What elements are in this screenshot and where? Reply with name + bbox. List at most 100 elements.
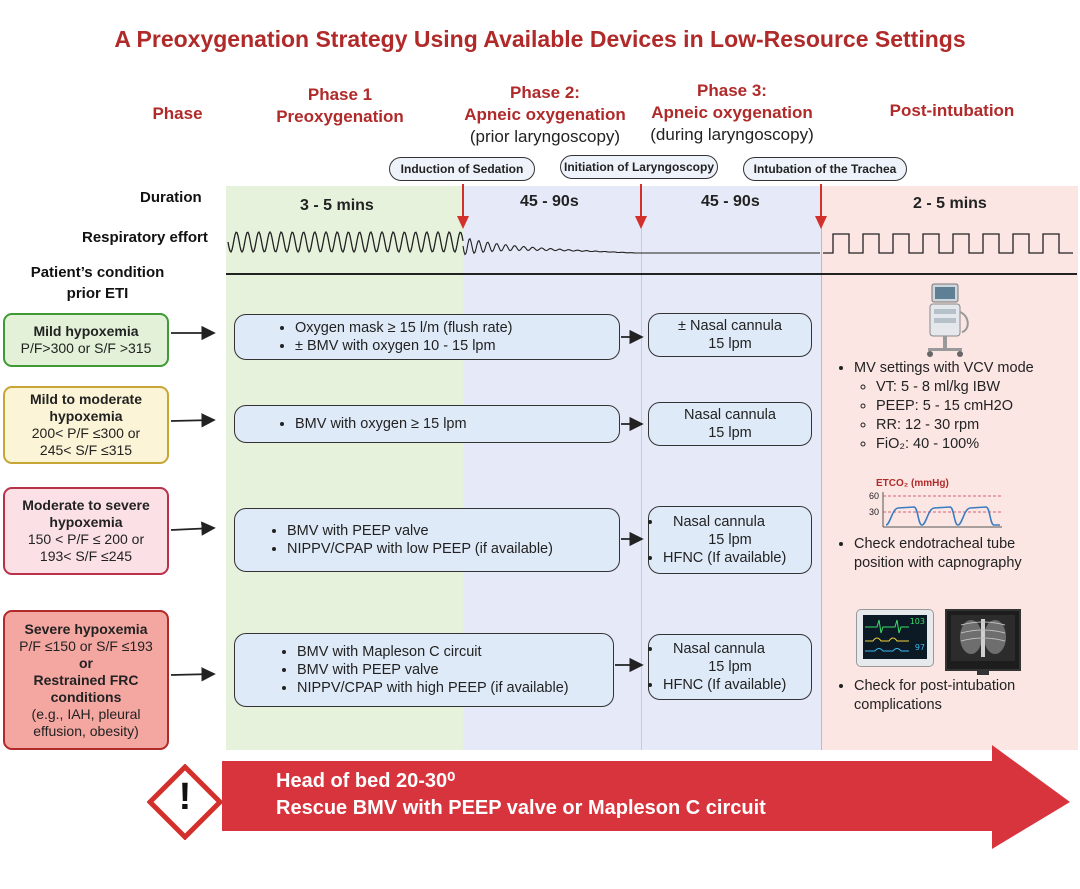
capnography-plot [882,492,1002,528]
condition-severe-criteria: P/F ≤150 or S/F ≤193 [19,637,153,654]
monitor-value-spo2: 97 [914,643,925,652]
apneic-mild-line2: 15 lpm [708,336,752,352]
arrow-row3-condition [170,521,216,536]
condition-mildmod-title2: hypoxemia [49,408,123,424]
preox-severe-item: BMV with Mapleson C circuit [297,643,613,661]
figure-title: A Preoxygenation Strategy Using Availabl… [114,26,966,52]
condition-mild: Mild hypoxemia P/F>300 or S/F >315 [3,313,169,367]
chest-xray-image [951,615,1015,661]
xray-display [945,609,1021,675]
mv-settings-label: MV settings with VCV mode [854,360,1034,376]
phase2-note: (prior laryngoscopy) [469,127,621,146]
preox-severe-item: NIPPV/CPAP with high PEEP (if available) [297,679,613,697]
apneic-mildmod-line2: 15 lpm [708,425,752,441]
phase3-subtitle: Apneic oxygenation [651,103,813,122]
head-of-bed-text: Head of bed 20-30⁰ [276,770,456,792]
preox-modsev-item: BMV with PEEP valve [287,522,619,540]
bottom-arrow-text: Head of bed 20-30⁰ Rescue BMV with PEEP … [276,768,766,822]
patient-monitor: 103 97 [856,609,934,667]
preox-box-severe: BMV with Mapleson C circuit BMV with PEE… [234,633,614,707]
apneic-modsev-nasal: Nasal cannula [663,513,811,531]
preox-box-moderate-severe: BMV with PEEP valve NIPPV/CPAP with low … [234,508,620,572]
etco2-tick-60: 60 [869,491,880,501]
complications-line2: complications [854,697,942,713]
monitor-screen: 103 97 [863,615,927,659]
condition-modsev-criteria2: 193< S/F ≤245 [39,548,133,564]
phase-header: Phase [152,104,203,123]
arrow-row2-condition [170,413,216,428]
preox-severe-item: BMV with PEEP valve [297,661,613,679]
condition-mildmod-criteria2: 245< S/F ≤315 [39,442,133,458]
complications-item: Check for post-intubation complications [854,677,1076,715]
phase2-subtitle: Apneic oxygenation [464,105,626,124]
preox-modsev-item: NIPPV/CPAP with low PEEP (if available) [287,540,619,558]
preox-mildmod-item: BMV with oxygen ≥ 15 lpm [295,415,619,433]
capnography-note: Check endotracheal tube position with ca… [836,535,1076,573]
duration-label: Duration [140,189,202,206]
apneic-box-mild-moderate: Nasal cannula 15 lpm [648,402,812,446]
phase2-header: Phase 2: Apneic oxygenation (prior laryn… [455,82,635,148]
condition-severe-title: Severe hypoxemia [24,620,148,637]
phase3-header: Phase 3: Apneic oxygenation (during lary… [637,80,827,146]
duration-phase3: 45 - 90s [701,193,760,210]
ventilator-square-wave [823,233,1073,254]
complications-line1: Check for post-intubation [854,678,1016,694]
capnography-line1: Check endotracheal tube [854,536,1016,552]
arrow-row4-condition [170,667,216,682]
condition-moderate-severe: Moderate to severe hypoxemia 150 < P/F ≤… [3,487,169,575]
condition-modsev-title2: hypoxemia [49,514,123,530]
mv-setting-item: PEEP: 5 - 15 cmH2O [876,397,1076,416]
mv-settings: MV settings with VCV mode VT: 5 - 8 ml/k… [836,359,1076,454]
phase3-note: (during laryngoscopy) [650,125,814,144]
apneic-mildmod-line1: Nasal cannula [684,407,776,423]
xray-stand [977,669,989,675]
patient-condition-line1: Patient’s condition [30,264,165,281]
duration-post: 2 - 5 mins [913,195,987,212]
mv-settings-title: MV settings with VCV mode VT: 5 - 8 ml/k… [854,359,1076,454]
patient-condition-label: Patient’s condition prior ETI [10,262,185,304]
condition-severe-frc1: Restrained FRC [33,671,139,688]
etco2-tick-30: 30 [869,507,880,517]
preox-mild-item: Oxygen mask ≥ 15 l/m (flush rate) [295,319,619,337]
phase1-header: Phase 1 Preoxygenation [240,84,440,128]
bottom-arrow [222,745,1070,849]
induction-arrow-marker [457,184,469,229]
mv-setting-item: RR: 12 - 30 rpm [876,416,1076,435]
phase1-title: Phase 1 [307,85,373,104]
apneic-box-severe: Nasal cannula 15 lpm HFNC (If available) [648,634,812,700]
respiratory-waveform [226,184,1077,275]
preox-box-mild: Oxygen mask ≥ 15 l/m (flush rate) ± BMV … [234,314,620,360]
apneic-modsev-hfnc: HFNC (If available) [663,549,811,567]
duration-phase2: 45 - 90s [520,193,579,210]
monitor-traces [865,619,909,652]
phase2-title: Phase 2: [510,83,580,102]
apneic-severe-hfnc: HFNC (If available) [663,676,811,694]
condition-mild-criteria: P/F>300 or S/F >315 [20,340,152,356]
capnography-item: Check endotracheal tube position with ca… [854,535,1076,573]
post-header: Post-intubation [889,101,1015,120]
condition-severe-or: or [79,654,93,671]
condition-severe: Severe hypoxemia P/F ≤150 or S/F ≤193 or… [3,610,169,750]
condition-severe-example1: (e.g., IAH, pleural [31,705,141,722]
rescue-text: Rescue BMV with PEEP valve or Mapleson C… [276,797,766,819]
patient-condition-line2: prior ETI [66,285,129,302]
laryngoscopy-arrow-marker [635,184,647,229]
mv-setting-item: VT: 5 - 8 ml/kg IBW [876,378,1076,397]
condition-severe-frc2: conditions [50,688,122,705]
complications-note: Check for post-intubation complications [836,677,1076,715]
apneic-severe-nasal: Nasal cannula [663,640,811,658]
event-intubation: Intubation of the Trachea [743,157,907,181]
condition-mild-moderate: Mild to moderate hypoxemia 200< P/F ≤300… [3,386,169,464]
respiratory-effort-label: Respiratory effort [82,229,208,246]
condition-mild-title: Mild hypoxemia [33,323,139,339]
mv-setting-item: FiO₂: 40 - 100% [876,435,1076,454]
apneic-modsev-flow: 15 lpm [708,532,752,548]
phase1-subtitle: Preoxygenation [276,107,404,126]
condition-modsev-title1: Moderate to severe [22,497,150,513]
preox-box-mild-moderate: BMV with oxygen ≥ 15 lpm [234,405,620,443]
preox-mild-item: ± BMV with oxygen 10 - 15 lpm [295,337,619,355]
warning-icon [147,764,223,840]
condition-mildmod-title1: Mild to moderate [29,391,142,407]
spontaneous-breathing-wave [227,230,464,254]
